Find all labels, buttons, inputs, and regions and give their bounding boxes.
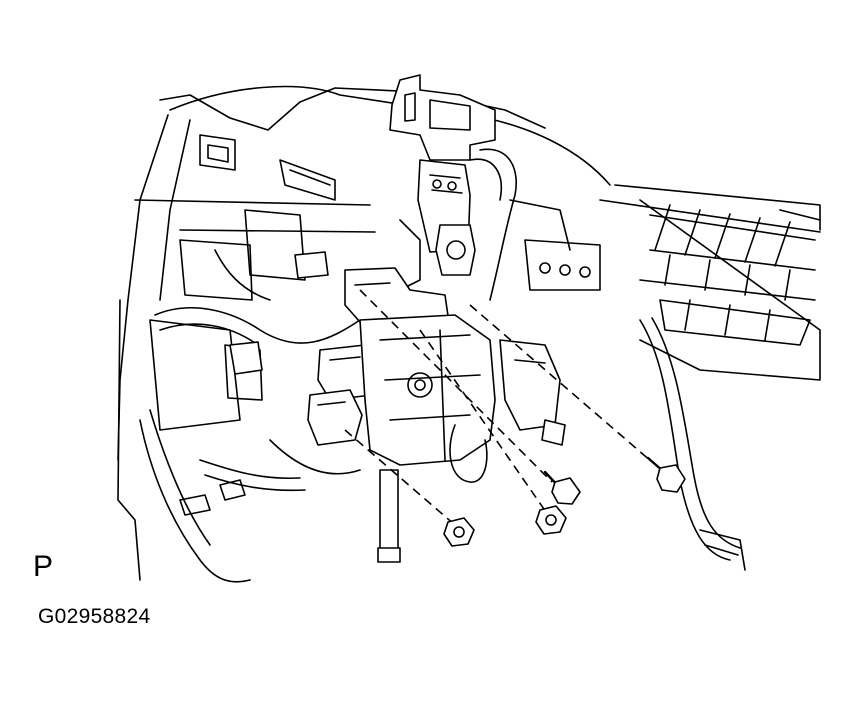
nut-lower — [444, 518, 474, 546]
fasteners — [444, 458, 685, 546]
bolt-upper — [545, 472, 580, 504]
nut-middle — [536, 506, 566, 534]
bolt-right — [648, 458, 685, 492]
instrument-panel-frame — [118, 87, 820, 580]
wire-harness — [140, 149, 745, 581]
alignment-lines — [345, 290, 652, 525]
figure-code: G02958824 — [38, 605, 151, 628]
view-letter: P — [33, 550, 54, 583]
steering-column-assembly — [230, 75, 600, 562]
